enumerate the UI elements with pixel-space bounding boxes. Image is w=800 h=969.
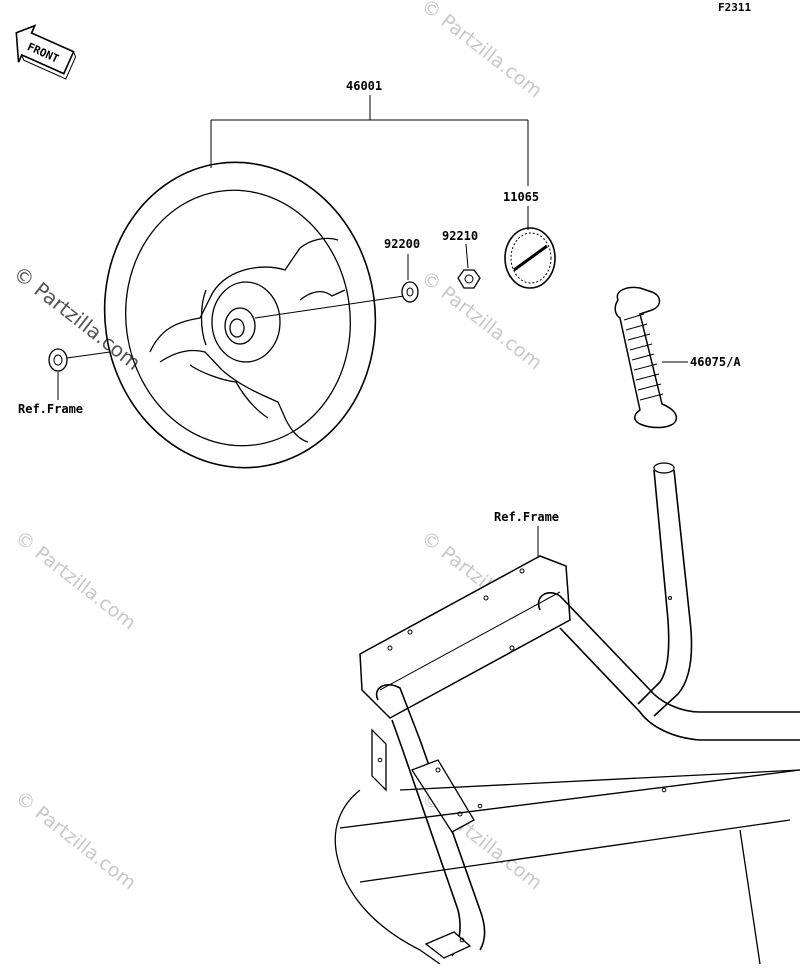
label-46001: 46001 <box>346 79 382 93</box>
label-92210: 92210 <box>442 229 478 243</box>
figure-code: F2311 <box>718 1 751 14</box>
label-11065: 11065 <box>503 190 539 204</box>
emblem-11065 <box>504 206 556 289</box>
label-92200: 92200 <box>384 237 420 251</box>
washer-92200 <box>401 254 419 303</box>
watermark: © Partzilla.com <box>11 527 140 635</box>
steering-wheel <box>103 161 377 469</box>
label-46075a: 46075/A <box>690 355 741 369</box>
label-ref-frame-bottom: Ref.Frame <box>494 510 559 524</box>
grip-46075a <box>614 286 688 429</box>
label-ref-frame-left: Ref.Frame <box>18 402 83 416</box>
assembly-bracket <box>210 95 529 186</box>
watermark: © Partzilla.com <box>417 0 546 102</box>
shift-lever-tube <box>637 462 693 717</box>
watermark-dark: © Partzilla.com <box>9 261 145 375</box>
front-arrow-icon: FRONT <box>15 24 77 80</box>
watermarks: © Partzilla.com © Partzilla.com © Partzi… <box>9 0 546 894</box>
frame-structure <box>334 526 800 965</box>
ref-frame-washer <box>48 348 111 400</box>
nut-92210 <box>457 243 481 289</box>
leader-line <box>254 295 405 319</box>
watermark: © Partzilla.com <box>11 787 140 895</box>
